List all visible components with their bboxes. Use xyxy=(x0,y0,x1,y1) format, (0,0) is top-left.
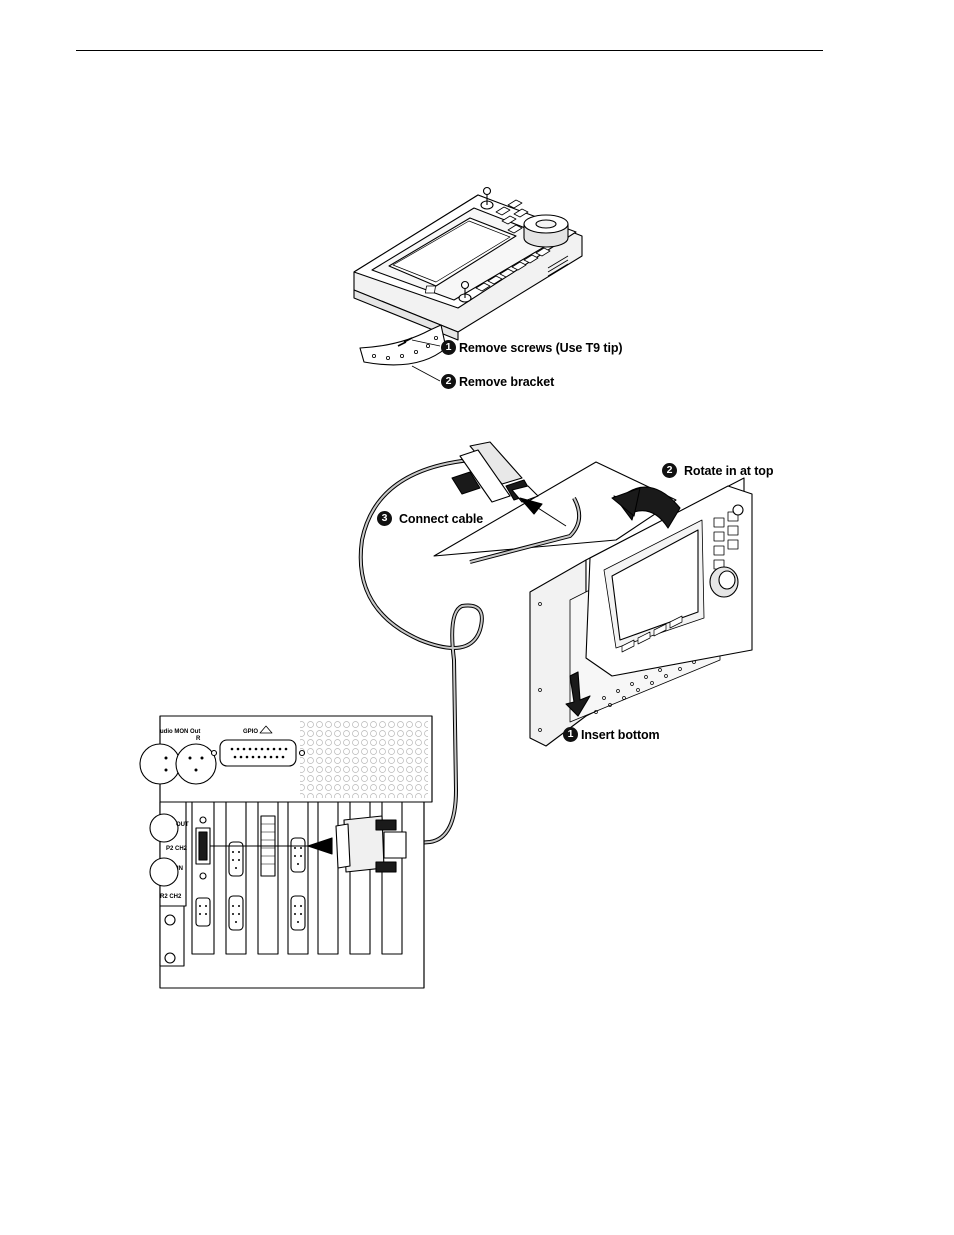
callout-number: 1 xyxy=(563,727,578,742)
callout-number: 2 xyxy=(662,463,677,478)
in-label: IN xyxy=(177,866,183,872)
audio-mon-out-label: udio MON Out xyxy=(160,729,200,735)
callout-text: Connect cable xyxy=(399,511,484,526)
out-label: OUT xyxy=(176,822,189,828)
r2-ch2-label: R2 CH2 xyxy=(160,894,182,900)
callout-text: Remove screws (Use T9 tip) xyxy=(459,340,623,355)
callout-number: 1 xyxy=(441,340,456,355)
callout-remove-screws: 1 Remove screws (Use T9 tip) xyxy=(441,340,623,355)
callout-remove-bracket: 2 Remove bracket xyxy=(441,374,554,389)
callout-number: 2 xyxy=(441,374,456,389)
r-label: R xyxy=(196,736,201,742)
callout-connect-cable: 3 Connect cable xyxy=(377,511,483,526)
callout-insert-bottom: 1 Insert bottom xyxy=(563,727,660,742)
callout-text: Rotate in at top xyxy=(684,463,774,478)
header-rule xyxy=(76,50,823,51)
control-panel-mounting-figure: udio MON Out R GPIO OUT P2 CH2 IN R2 CH2 xyxy=(139,441,753,989)
callout-rotate-in-at-top: 2 Rotate in at top xyxy=(662,463,773,478)
p2-ch2-label: P2 CH2 xyxy=(166,846,188,852)
callout-text: Insert bottom xyxy=(581,727,660,742)
callout-number: 3 xyxy=(377,511,392,526)
control-panel-top-figure xyxy=(353,186,583,382)
gpio-label: GPIO xyxy=(243,729,258,735)
callout-text: Remove bracket xyxy=(459,374,555,389)
